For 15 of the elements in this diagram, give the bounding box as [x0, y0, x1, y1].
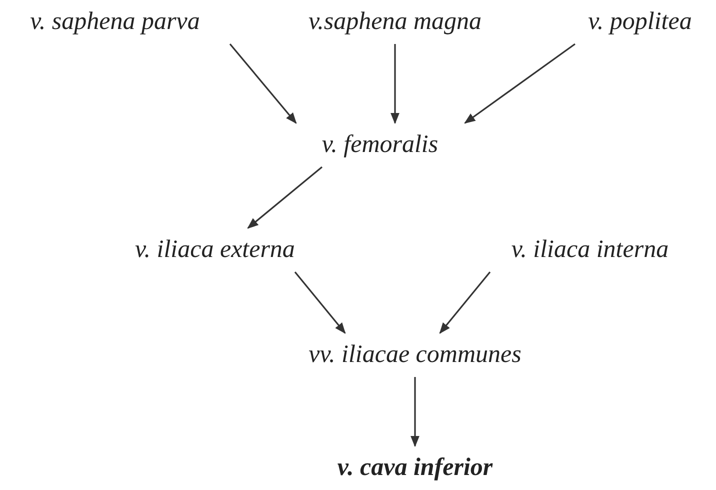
arrow	[294, 272, 346, 334]
vein-label: v. iliaca interna	[511, 236, 669, 264]
vein-label: vv. iliacae communes	[308, 341, 522, 369]
vein-label: v.saphena magna	[308, 8, 482, 36]
vein-label: v. saphena parva	[30, 8, 200, 36]
vein-label: v. poplitea	[588, 8, 692, 36]
vein-label: v. iliaca externa	[135, 236, 295, 264]
vein-label: v. cava inferior	[337, 454, 493, 482]
vein-label: v. femoralis	[322, 131, 438, 159]
arrow	[229, 43, 297, 124]
arrow	[247, 166, 322, 229]
arrow	[464, 43, 576, 124]
arrow	[390, 44, 400, 124]
arrow	[410, 377, 420, 448]
arrow	[439, 272, 491, 334]
